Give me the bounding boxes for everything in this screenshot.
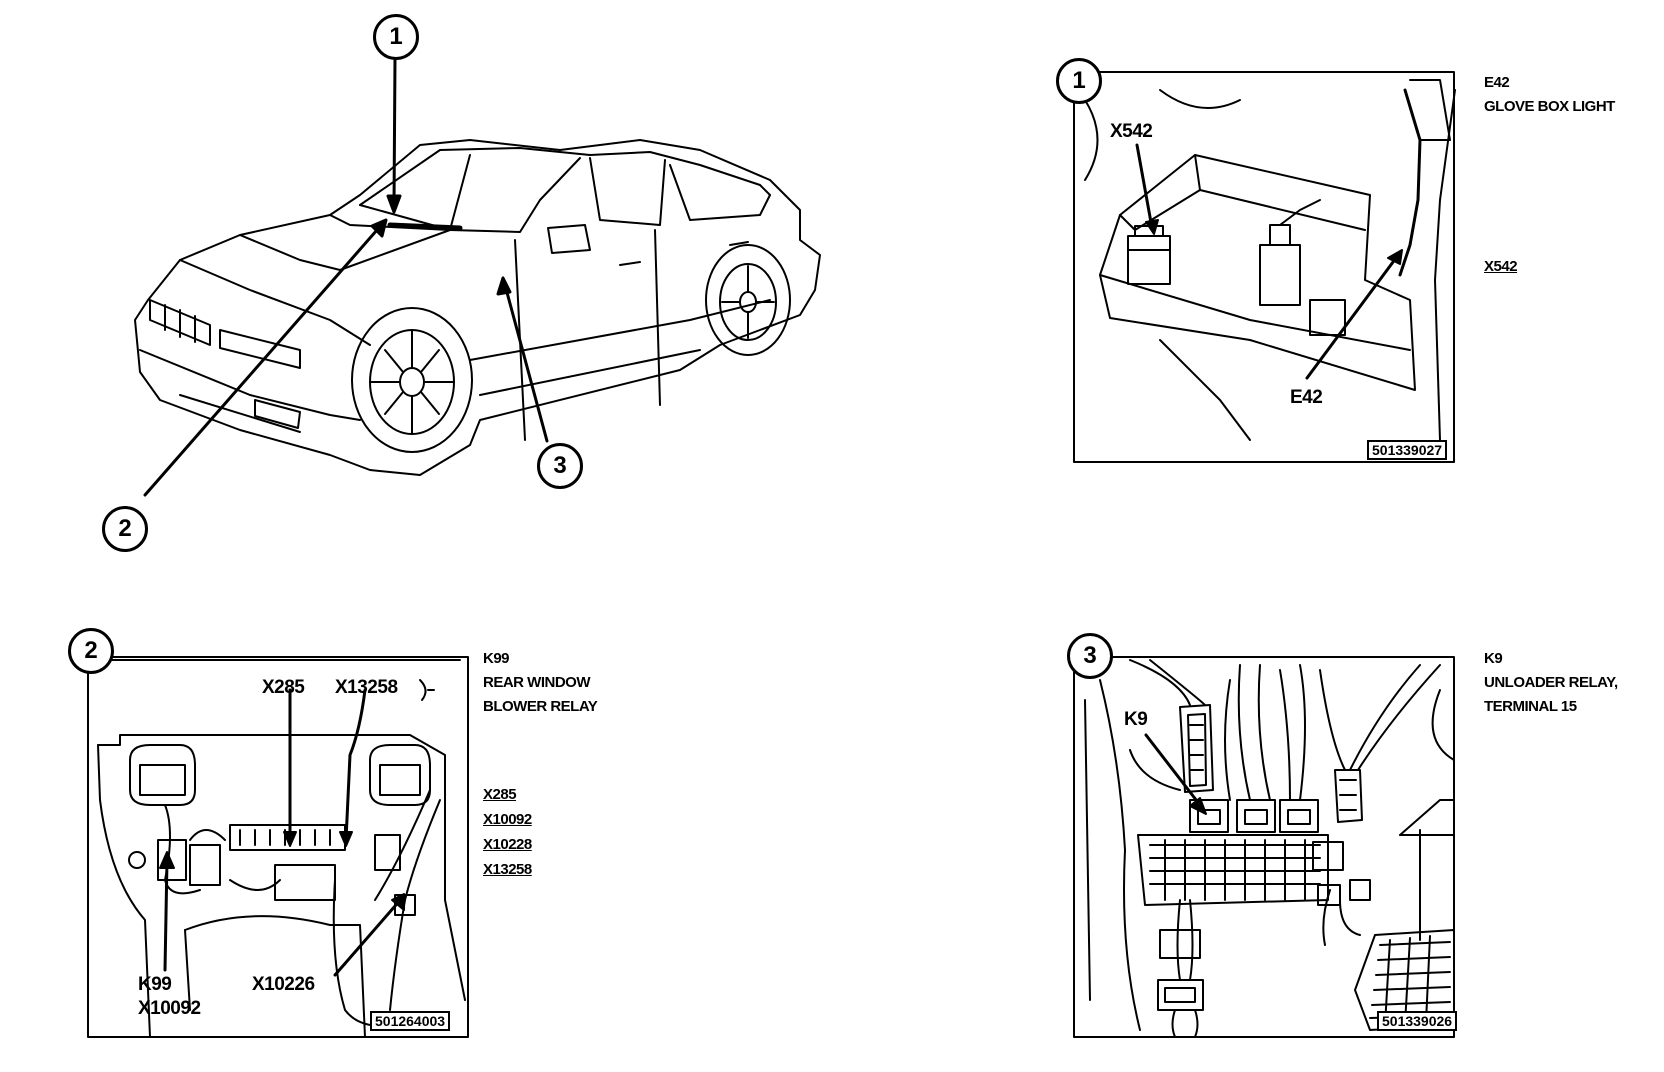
panel-2-component-name-line1: REAR WINDOW	[483, 674, 591, 691]
panel-2-reference-number: 501264003	[370, 1011, 451, 1031]
panel-2-component-name-line2: BLOWER RELAY	[483, 698, 598, 715]
callout-leaders	[143, 57, 549, 497]
callout-circle-1: 1	[373, 14, 419, 60]
panel-1-reference-number: 501339027	[1367, 440, 1448, 460]
panel-2-label-x10226: X10226	[252, 974, 315, 995]
panel-3-component-name-line2: TERMINAL 15	[1484, 698, 1577, 715]
callout-circle-2: 2	[102, 506, 148, 552]
panel-3-reference-number: 501339026	[1377, 1011, 1458, 1031]
panel-2-illustration	[87, 656, 469, 1038]
panel-1-number: 1	[1056, 58, 1102, 104]
panel-2-connector-4: X13258	[483, 861, 532, 878]
panel-3-label-k9: K9	[1124, 709, 1148, 730]
panel-2-label-x285: X285	[262, 677, 305, 698]
panel-3-number: 3	[1067, 633, 1113, 679]
panel-1-label-x542: X542	[1110, 121, 1153, 142]
panel-2-connector-1: X285	[483, 786, 517, 803]
panel-2-number: 2	[68, 628, 114, 674]
panel-2-component-code: K99	[483, 650, 510, 667]
panel-2-connector-2: X10092	[483, 811, 532, 828]
panel-2-label-x13258: X13258	[335, 677, 398, 698]
panel-1-label-e42: E42	[1290, 387, 1323, 408]
panel-1-component-code: E42	[1484, 74, 1510, 91]
panel-2-label-k99: K99	[138, 974, 172, 995]
panel-1-component-name: GLOVE BOX LIGHT	[1484, 98, 1615, 115]
panel-3-component-code: K9	[1484, 650, 1503, 667]
panel-1-illustration	[1073, 71, 1456, 463]
panel-1-connector: X542	[1484, 258, 1518, 275]
callout-circle-3: 3	[537, 443, 583, 489]
panel-2-label-x10092: X10092	[138, 998, 201, 1019]
panel-3-component-name-line1: UNLOADER RELAY,	[1484, 674, 1618, 691]
car-illustration	[134, 139, 821, 476]
panel-3-illustration	[1073, 656, 1455, 1038]
panel-2-connector-3: X10228	[483, 836, 532, 853]
